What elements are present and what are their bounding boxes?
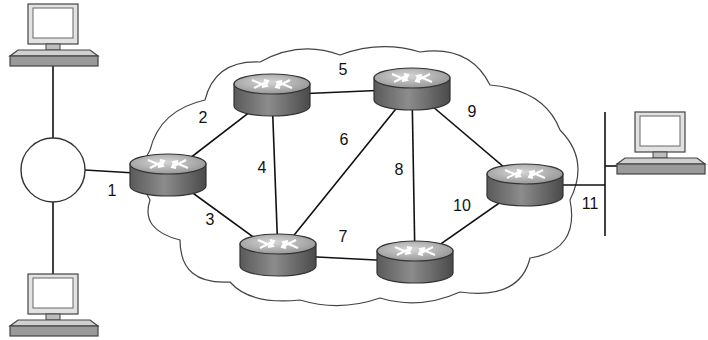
router-icon: [234, 74, 310, 116]
pc-icon: [10, 274, 98, 336]
router-icon: [377, 241, 453, 283]
hub-circle: [21, 138, 85, 202]
callout-number: 11: [580, 195, 601, 213]
callout-number: 4: [256, 159, 269, 177]
router-icon: [130, 154, 206, 196]
pc-icon: [617, 112, 705, 174]
router-icon: [240, 234, 316, 276]
link-6: [278, 89, 412, 255]
callout-number: 9: [466, 103, 479, 121]
link-8: [412, 89, 415, 262]
link-lines: [53, 66, 617, 274]
router-icon: [374, 68, 450, 110]
callout-number: 5: [337, 61, 350, 79]
pc-link: [52, 66, 54, 138]
callout-number: 2: [197, 109, 210, 127]
callout-number: 10: [451, 197, 473, 215]
link-4: [272, 95, 278, 255]
pc-icon: [10, 4, 98, 66]
callout-number: 7: [337, 228, 350, 246]
callout-number: 6: [338, 131, 351, 149]
router-icon: [487, 164, 563, 206]
bus-line: [604, 112, 606, 236]
callout-number: 8: [393, 161, 406, 179]
pc-link: [605, 165, 617, 167]
callout-number: 1: [106, 182, 119, 200]
pc-link: [52, 202, 54, 274]
callout-number: 3: [204, 211, 217, 229]
cloud-outline: [143, 47, 579, 306]
